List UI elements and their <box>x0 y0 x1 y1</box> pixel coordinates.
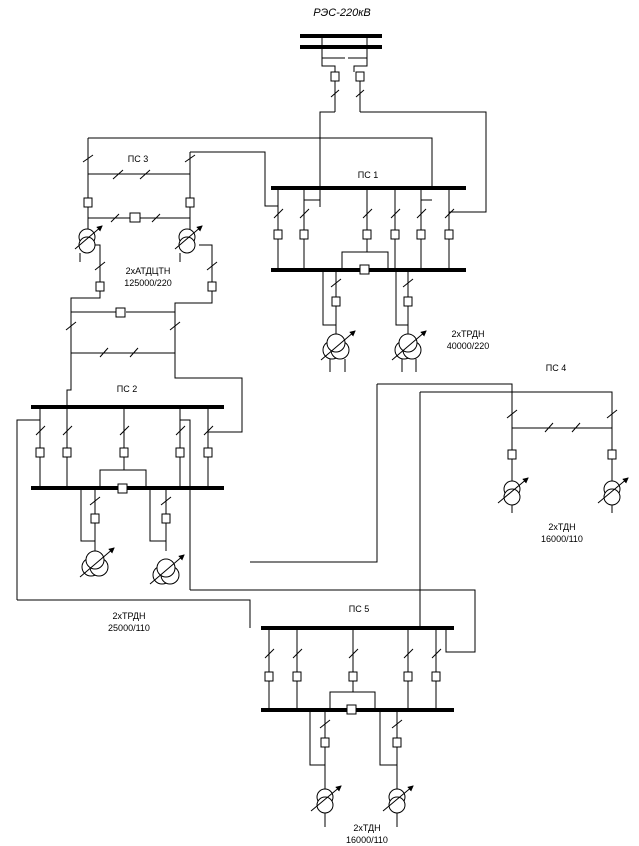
ps2-rating-label: 25000/110 <box>108 623 150 633</box>
ps3-lv-breaker-right <box>207 281 217 292</box>
line-ps4-a <box>377 383 513 450</box>
line-ps2-ps5 <box>17 599 251 628</box>
ps5-substation: ПС 5 2хТДН 16000/110 <box>261 604 454 845</box>
ps4-rating-label: 16000/110 <box>541 534 583 544</box>
ps5-name-label: ПС 5 <box>349 604 369 614</box>
source-res-220 <box>300 34 382 112</box>
ps3-lv-section-breaker <box>115 307 126 318</box>
ps5-section-breaker <box>346 704 357 715</box>
line-res-ps1-a <box>319 111 335 207</box>
ps3-breaker-right <box>185 197 195 208</box>
line-ps2-ps5-b <box>190 589 476 653</box>
ps2-section-breaker <box>117 483 128 494</box>
line-ps3-ps2-a <box>66 372 72 407</box>
ps1-rating-label: 40000/220 <box>447 341 490 351</box>
ps1-section-breaker <box>359 264 370 275</box>
ps5-transformer-label: 2хТДН <box>353 823 380 833</box>
ps3-lv-breaker-left <box>95 281 105 292</box>
line-ps3-ps1-a <box>88 137 433 188</box>
source-breaker-left <box>330 71 340 82</box>
ps1-substation: ПС 1 2хТРДН 40000/220 <box>271 170 489 372</box>
line-ps4-b <box>420 391 613 450</box>
source-label: РЭС-220кВ <box>313 7 370 19</box>
ps1-name-label: ПС 1 <box>358 170 378 180</box>
ps4-name-label: ПС 4 <box>546 363 566 373</box>
ps3-section-breaker <box>129 212 141 223</box>
source-breaker-right <box>355 71 365 82</box>
ps3-substation: ПС 3 2хАТДЦТН 125000/220 <box>65 137 433 372</box>
ps3-rating-label: 125000/220 <box>124 278 172 288</box>
ps3-transformer-label: 2хАТДЦТН <box>126 266 171 276</box>
ps2-name-label: ПС 2 <box>117 384 137 394</box>
ps5-rating-label: 16000/110 <box>346 835 388 845</box>
ps3-breaker-left <box>83 197 93 208</box>
ps3-name-label: ПС 3 <box>128 154 148 164</box>
line-ps3-ps1-b <box>190 151 279 207</box>
ps4-transformer-label: 2хТДН <box>548 522 575 532</box>
ps1-transformer-label: 2хТРДН <box>452 329 485 339</box>
ps2-transformer-label: 2хТРДН <box>113 611 146 621</box>
line-res-ps1-b <box>360 111 487 213</box>
line-ps2-ps4-a <box>250 384 378 563</box>
ps2-substation: ПС 2 2хТРДН 25000/110 <box>16 384 224 633</box>
ps4-substation: ПС 4 2хТДН 16000/110 <box>377 363 629 628</box>
